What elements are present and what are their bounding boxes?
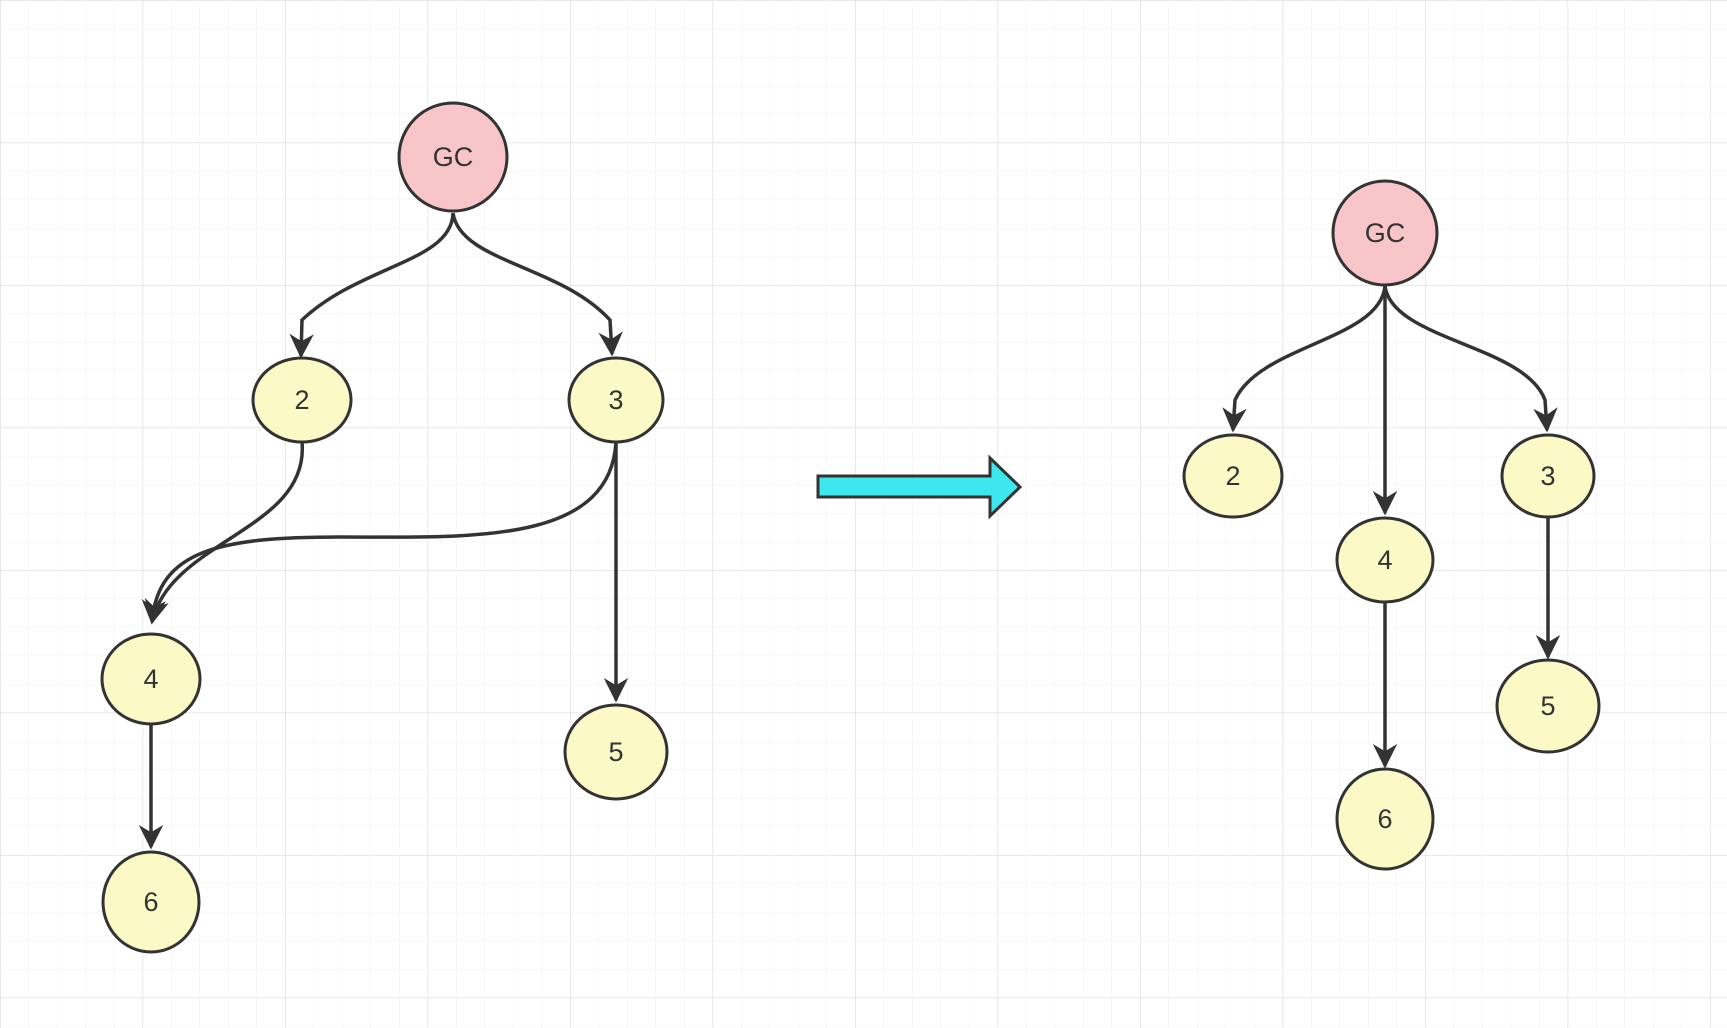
before-node-6-label: 6 (143, 887, 158, 917)
after-node-4-label: 4 (1377, 545, 1392, 575)
before-node-2-label: 2 (294, 385, 309, 415)
after-node-2[interactable]: 2 (1182, 433, 1284, 519)
before-node-5-label: 5 (608, 737, 623, 767)
edge-2-to-4 (144, 441, 304, 625)
before-node-4-label: 4 (143, 664, 158, 694)
after-node-2-label: 2 (1225, 461, 1240, 491)
before-node-2[interactable]: 2 (251, 356, 353, 444)
edge-3-to-4 (141, 441, 618, 625)
after-node-5[interactable]: 5 (1495, 658, 1601, 754)
before-edges (138, 212, 629, 850)
before-node-3[interactable]: 3 (567, 356, 665, 444)
after-node-5-label: 5 (1540, 691, 1555, 721)
after-node-3[interactable]: 3 (1500, 433, 1596, 519)
edge-gc-to-2 (289, 212, 455, 359)
edge-gc-to-3-after (1383, 285, 1558, 433)
before-node-3-label: 3 (608, 385, 623, 415)
edge-gc-to-3 (451, 212, 623, 357)
before-graph: GC 2 3 4 5 6 (100, 101, 669, 954)
after-node-gc-label: GC (1365, 218, 1406, 248)
after-node-3-label: 3 (1540, 461, 1555, 491)
after-node-6[interactable]: 6 (1335, 767, 1435, 871)
transition-arrow-icon (816, 454, 1023, 520)
edge-gc-to-2-after (1222, 285, 1387, 433)
after-node-4[interactable]: 4 (1335, 516, 1435, 604)
after-node-gc[interactable]: GC (1331, 179, 1439, 287)
before-node-5[interactable]: 5 (563, 703, 669, 801)
after-node-6-label: 6 (1377, 804, 1392, 834)
before-node-gc-label: GC (433, 142, 474, 172)
before-node-4[interactable]: 4 (100, 632, 202, 726)
after-edges (1222, 285, 1561, 769)
before-node-6[interactable]: 6 (101, 850, 201, 954)
after-graph: GC 2 4 3 5 6 (1182, 179, 1601, 871)
before-node-gc[interactable]: GC (397, 101, 509, 213)
